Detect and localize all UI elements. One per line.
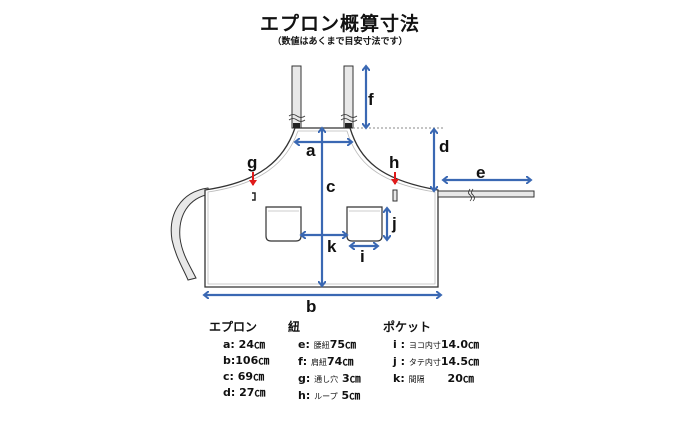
legend-row: g: 通し穴 3㎝ [288, 371, 361, 388]
legend-value: 14.0㎝ [440, 338, 479, 351]
legend-key: k: [393, 372, 405, 385]
legend-name: 間隔 [408, 375, 425, 384]
legend-value: 14.5㎝ [440, 355, 479, 368]
legend-name: タテ内寸 [408, 358, 441, 367]
legend-key: i : [393, 338, 405, 351]
right-strap-break [340, 114, 358, 122]
legend-row: d: 27㎝ [209, 385, 269, 401]
legend-name: 腰紐 [313, 341, 330, 350]
legend-value: 74㎝ [327, 355, 354, 368]
legend-string-heading: 紐 [288, 320, 301, 334]
legend-key: c: [223, 370, 234, 383]
legend-key: h: [298, 389, 311, 402]
label-k: k [327, 237, 337, 256]
left-strap-joint [293, 123, 300, 128]
label-f: f [368, 90, 374, 109]
string-hole-g [252, 192, 256, 201]
loop-h [392, 189, 398, 202]
legend-value: 27㎝ [239, 386, 266, 399]
legend-name: ヨコ内寸 [408, 341, 441, 350]
legend-key: f: [298, 355, 308, 368]
legend-key: e: [298, 338, 310, 351]
legend-pocket-heading: ポケット [383, 320, 432, 334]
legend-row: f: 肩紐74㎝ [288, 354, 361, 371]
label-c: c [326, 177, 335, 196]
right-pocket [346, 206, 383, 242]
legend-value: 69㎝ [237, 370, 265, 383]
label-i: i [360, 247, 365, 266]
legend-row: k: 間隔 20㎝ [383, 371, 479, 388]
legend-row: i : ヨコ内寸14.0㎝ [383, 337, 479, 354]
legend-row: a: 24㎝ [209, 337, 269, 353]
legend-key: g: [298, 372, 311, 385]
diagram-subtitle: （数値はあくまで目安寸法です） [272, 37, 408, 47]
right-string-break [468, 188, 475, 202]
legend-value: 20㎝ [447, 372, 474, 385]
legend-key: d: [223, 386, 236, 399]
legend-string: 紐 e: 腰紐75㎝ f: 肩紐74㎝ g: 通し穴 3㎝ h: ループ 5㎝ [288, 318, 361, 405]
label-a: a [306, 141, 316, 160]
legend-name: 肩紐 [311, 358, 328, 367]
right-waist-string [437, 190, 535, 198]
legend-key: a: [223, 338, 235, 351]
legend-row: j : タテ内寸14.5㎝ [383, 354, 479, 371]
legend-value: 3㎝ [341, 372, 361, 385]
legend-value: 5㎝ [341, 389, 361, 402]
legend-key: j : [393, 355, 405, 368]
legend-pocket: ポケット i : ヨコ内寸14.0㎝ j : タテ内寸14.5㎝ k: 間隔 2… [383, 318, 479, 388]
legend-value: 75㎝ [329, 338, 357, 351]
legend-row: e: 腰紐75㎝ [288, 337, 361, 354]
legend-name: 通し穴 [314, 375, 339, 384]
legend-value: 24㎝ [238, 338, 265, 351]
label-d: d [439, 137, 449, 156]
label-j: j [391, 214, 397, 233]
legend-row: b:106㎝ [209, 353, 269, 369]
diagram-title: エプロン概算寸法 [259, 13, 420, 35]
label-g: g [247, 153, 257, 172]
legend-value: 106㎝ [235, 354, 270, 367]
label-h: h [389, 153, 399, 172]
legend-apron-heading: エプロン [209, 320, 258, 334]
legend-apron: エプロン a: 24㎝ b:106㎝ c: 69㎝ d: 27㎝ [209, 318, 269, 401]
legend-row: c: 69㎝ [209, 369, 269, 385]
legend-row: h: ループ 5㎝ [288, 388, 361, 405]
label-b: b [306, 297, 316, 316]
legend-key: b: [223, 354, 236, 367]
left-waist-string [170, 187, 211, 281]
left-pocket [265, 206, 302, 242]
apron-inner-edge [207, 130, 436, 285]
left-strap-break [288, 114, 306, 122]
right-strap-joint [345, 123, 352, 128]
label-e: e [476, 163, 485, 182]
legend-name: ループ [314, 392, 338, 401]
